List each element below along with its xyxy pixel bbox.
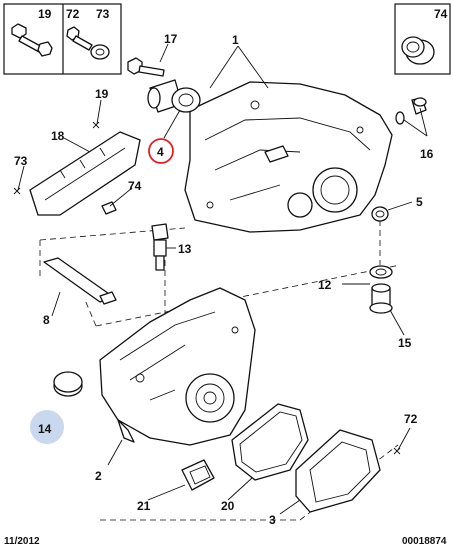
screw-19-icon [11,23,53,57]
legend-label-72: 72 [66,7,80,21]
callout-3: 3 [269,513,276,527]
callout-2: 2 [95,469,102,483]
highlight-circle-4 [148,138,174,164]
callout-16: 16 [420,147,434,161]
callout-4: 4 [157,145,164,159]
seal-part-21 [181,459,215,491]
callout-74: 74 [128,179,142,193]
callout-17: 17 [164,32,178,46]
legend-label-19: 19 [38,7,52,21]
callout-20: 20 [221,499,235,513]
callout-73: 73 [14,154,28,168]
leader-lines [17,43,428,515]
legend-label-73: 73 [96,7,110,21]
clutch-housing-part-1 [184,81,393,233]
plug-part-15 [369,283,393,314]
legend-label-74: 74 [434,7,448,21]
callout-21: 21 [137,499,151,513]
callout-numbers: 1 2 3 4 5 8 12 13 14 15 16 17 18 19 20 2… [14,32,434,527]
bolt-72-73-icon [66,26,110,60]
plug-74-icon [401,36,435,65]
gearbox-casing-part-2 [99,287,256,446]
footer-ref: 00018874 [402,536,447,547]
callout-19: 19 [95,87,109,101]
bolt-part-5 [371,206,389,222]
callout-18: 18 [51,129,65,143]
callout-1: 1 [232,33,239,47]
gasket-part-20 [231,403,309,481]
cover-part-3 [295,429,381,513]
sensor-part-13 [151,223,169,271]
callout-14: 14 [38,422,52,436]
callout-72: 72 [404,412,418,426]
legend-box-left: 19 72 73 [3,3,122,75]
plug-part-14 [53,371,83,397]
footer-date: 11/2012 [4,536,40,547]
plug-part-16 [395,97,427,125]
callout-12: 12 [318,278,332,292]
legend-box-right: 74 [394,3,451,75]
cross-markers [13,121,401,455]
bolt-part-17 [127,57,165,77]
bar-part-8 [43,257,117,305]
washer-part-12 [369,265,393,279]
callout-8: 8 [43,313,50,327]
guide-tube-part-4 [147,79,201,113]
callout-15: 15 [398,336,412,350]
heat-shield-part-18 [29,131,141,216]
callout-13: 13 [178,242,192,256]
plug-part-74 [101,201,117,215]
highlight-blob-14 [30,410,64,444]
callout-5: 5 [416,195,423,209]
